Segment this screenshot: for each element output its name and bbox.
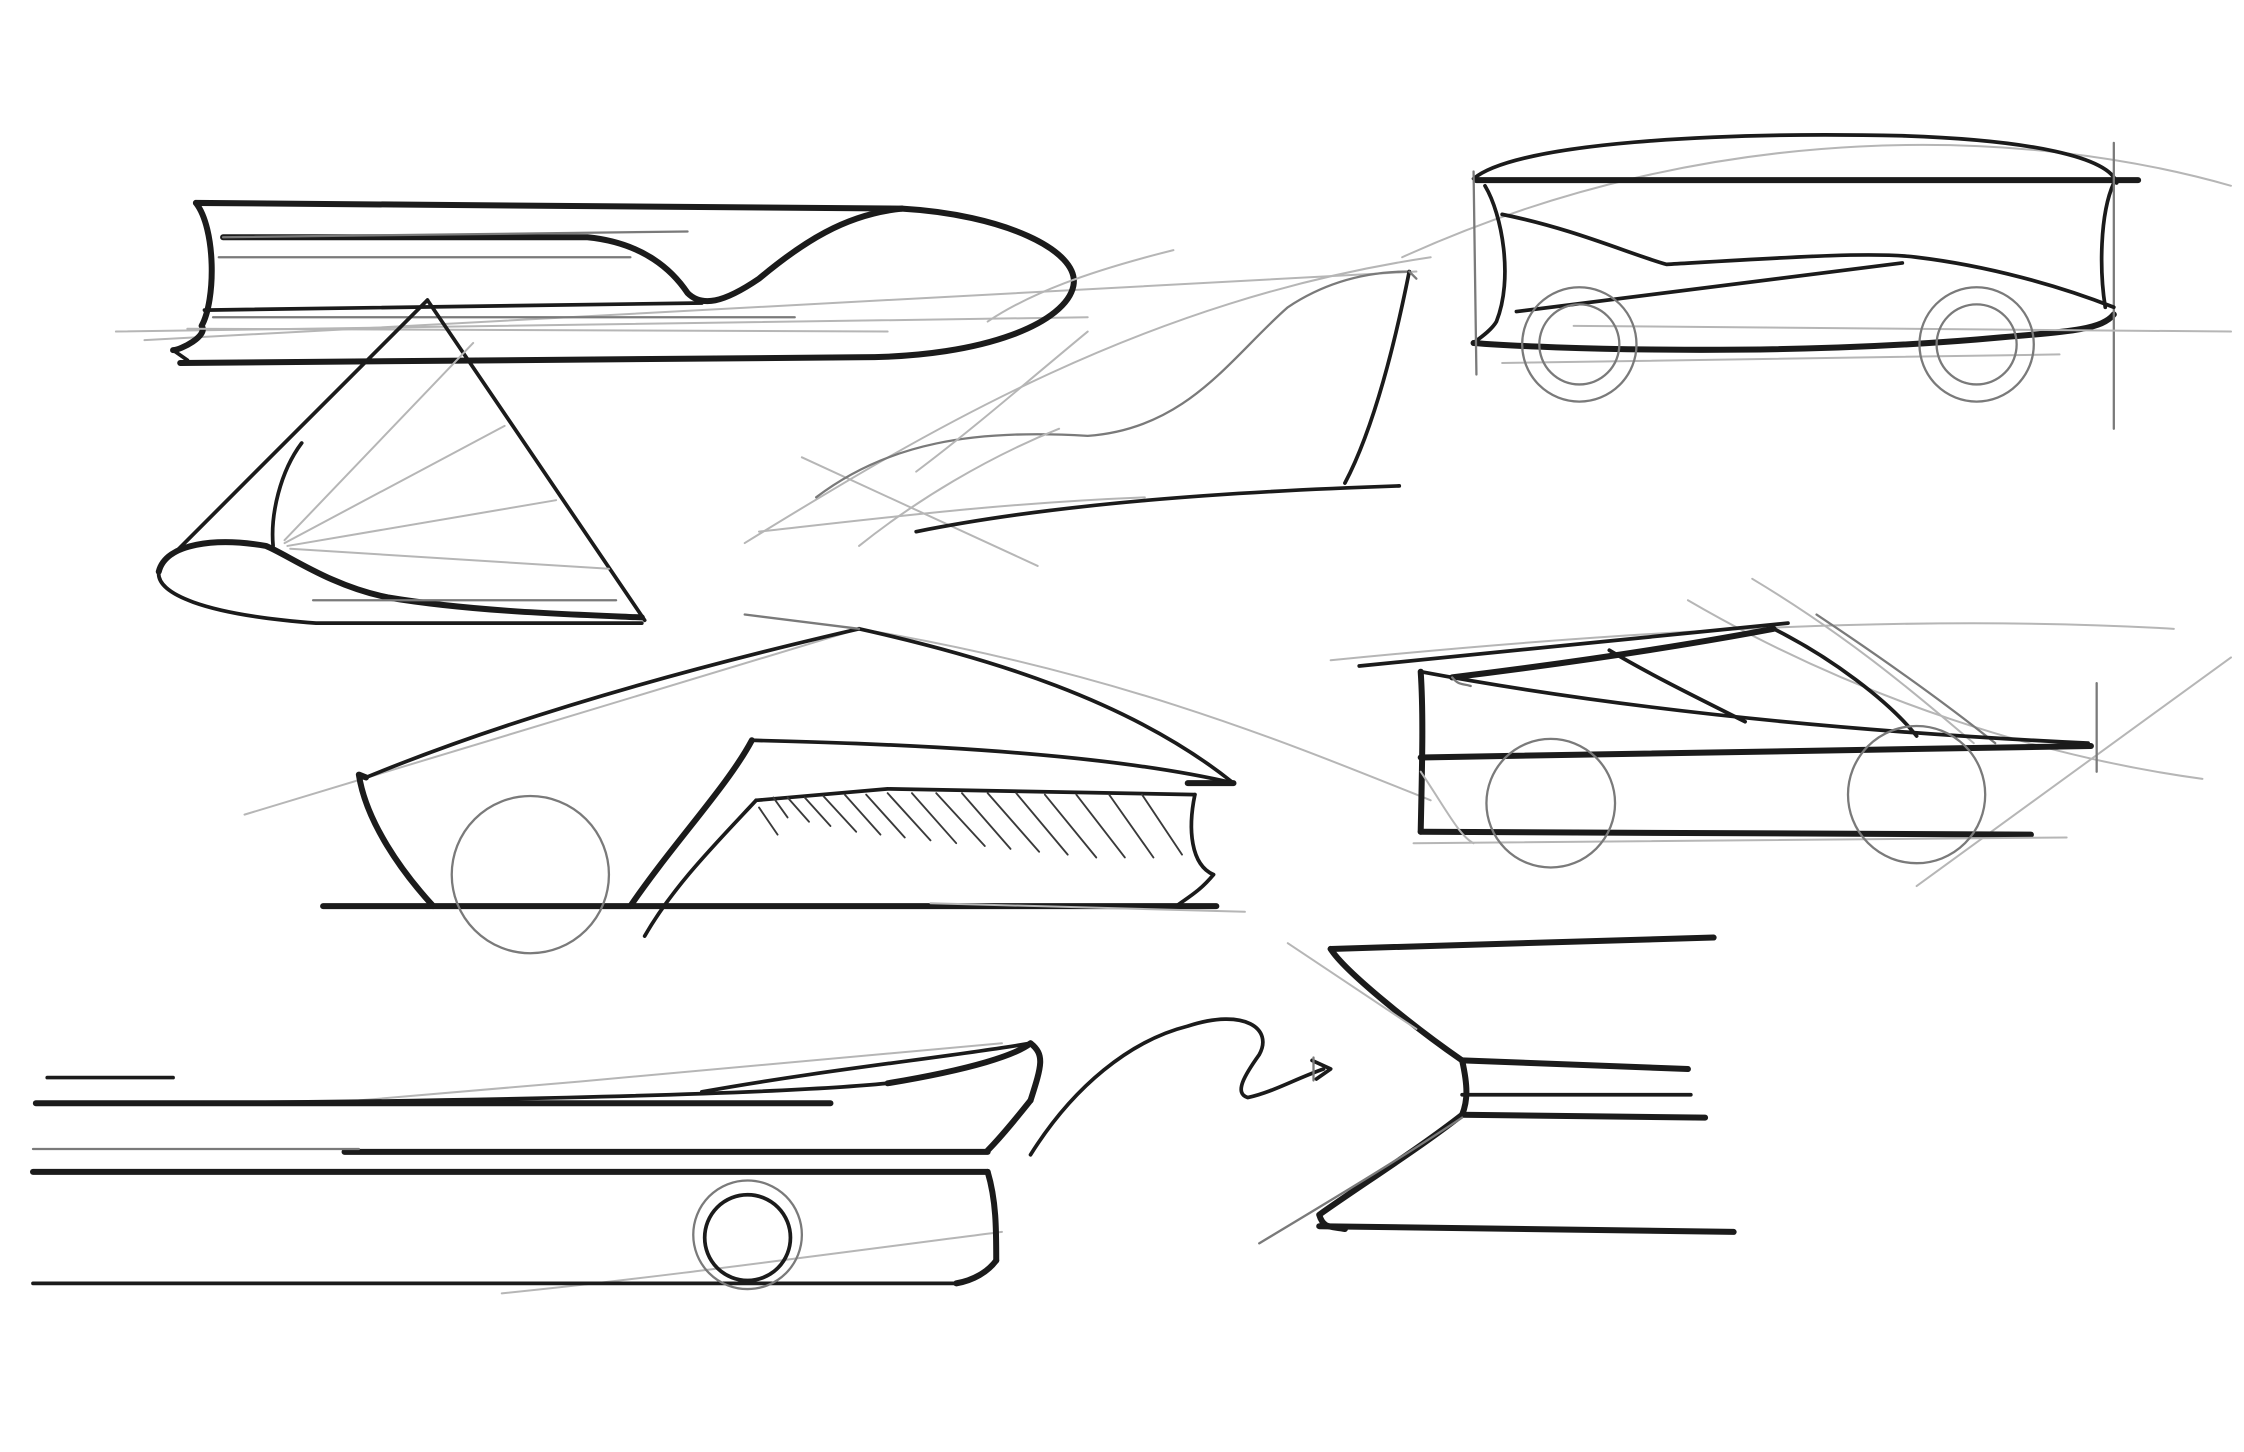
sketch-nose-profile	[114, 199, 1418, 367]
sketch-wing-section	[155, 298, 647, 625]
sketch-wedge-car	[243, 613, 1432, 955]
sketch-round-body	[1401, 133, 2233, 430]
sketch-long-profile	[29, 1040, 1044, 1295]
sketch-swoosh-body	[743, 256, 1432, 567]
window-hatching	[758, 792, 1183, 859]
sketch-wedge-two-wheel	[1329, 577, 2233, 888]
sketch-flourish-arrow	[1028, 1017, 1333, 1157]
sketch-bracket-profile	[1258, 934, 1737, 1245]
